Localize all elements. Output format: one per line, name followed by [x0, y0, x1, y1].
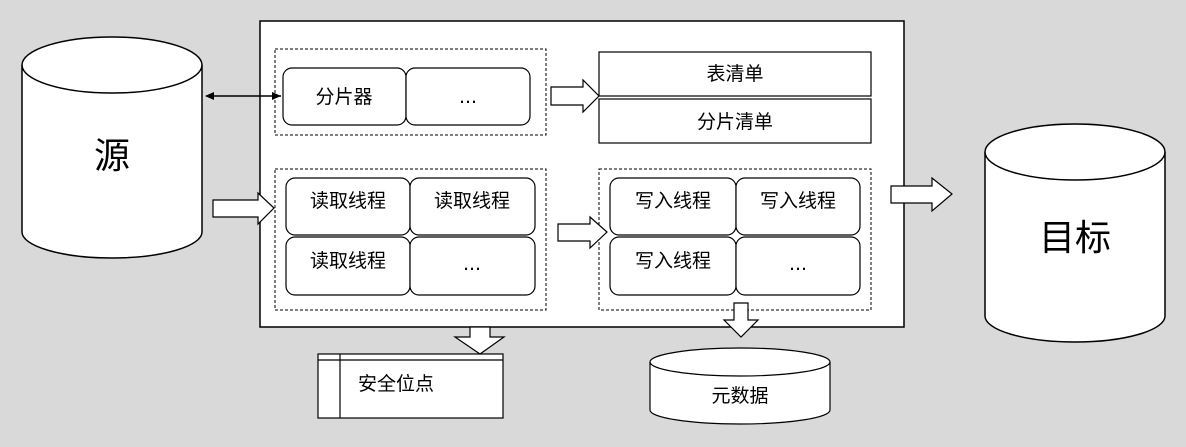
writer-to-target-arrow	[890, 176, 953, 213]
writer-cell: ...	[735, 236, 861, 296]
reader-group	[274, 168, 547, 311]
reader-cell-label: 读取线程	[434, 190, 510, 212]
source-cylinder: 源	[21, 36, 203, 259]
writer-to-metadata-arrow	[722, 302, 760, 338]
writer-cell-label: 写入线程	[635, 190, 711, 212]
reader-cell: ...	[409, 236, 536, 296]
table-list-box: 表清单	[598, 51, 872, 97]
sharder-more-box: ...	[405, 67, 531, 126]
target-cylinder: 目标	[984, 123, 1166, 343]
checkpoint-store: 安全位点	[317, 353, 504, 419]
reader-cell-label: 读取线程	[310, 190, 386, 212]
sharder-to-lists-arrow	[550, 78, 600, 114]
shard-list-box: 分片清单	[598, 98, 872, 144]
sharder-more-label: ...	[459, 86, 477, 108]
table-list-label: 表清单	[706, 63, 763, 85]
frame-to-checkpoint-arrow	[453, 326, 506, 355]
reader-cell: 读取线程	[285, 177, 411, 236]
writer-cell: 写入线程	[609, 177, 737, 236]
target-label: 目标	[1039, 218, 1111, 259]
reader-cell-label: 读取线程	[310, 250, 386, 272]
reader-cell: 读取线程	[285, 236, 411, 296]
reader-cell: 读取线程	[409, 177, 536, 236]
sharder-box: 分片器	[282, 67, 407, 126]
metadata-label: 元数据	[711, 385, 768, 407]
sharder-label: 分片器	[315, 86, 372, 108]
writer-cell-label: 写入线程	[760, 190, 836, 212]
writer-cell-label: ...	[789, 253, 807, 275]
writer-cell: 写入线程	[609, 236, 737, 296]
source-label: 源	[94, 136, 130, 177]
checkpoint-label: 安全位点	[358, 373, 434, 395]
reader-cell-label: ...	[463, 253, 481, 275]
source-to-reader-arrow	[212, 191, 275, 226]
reader-to-writer-arrow	[557, 215, 608, 250]
writer-cell: 写入线程	[735, 177, 861, 236]
metadata-cylinder: 元数据	[649, 347, 831, 425]
writer-cell-label: 写入线程	[635, 250, 711, 272]
shard-list-label: 分片清单	[697, 111, 773, 133]
